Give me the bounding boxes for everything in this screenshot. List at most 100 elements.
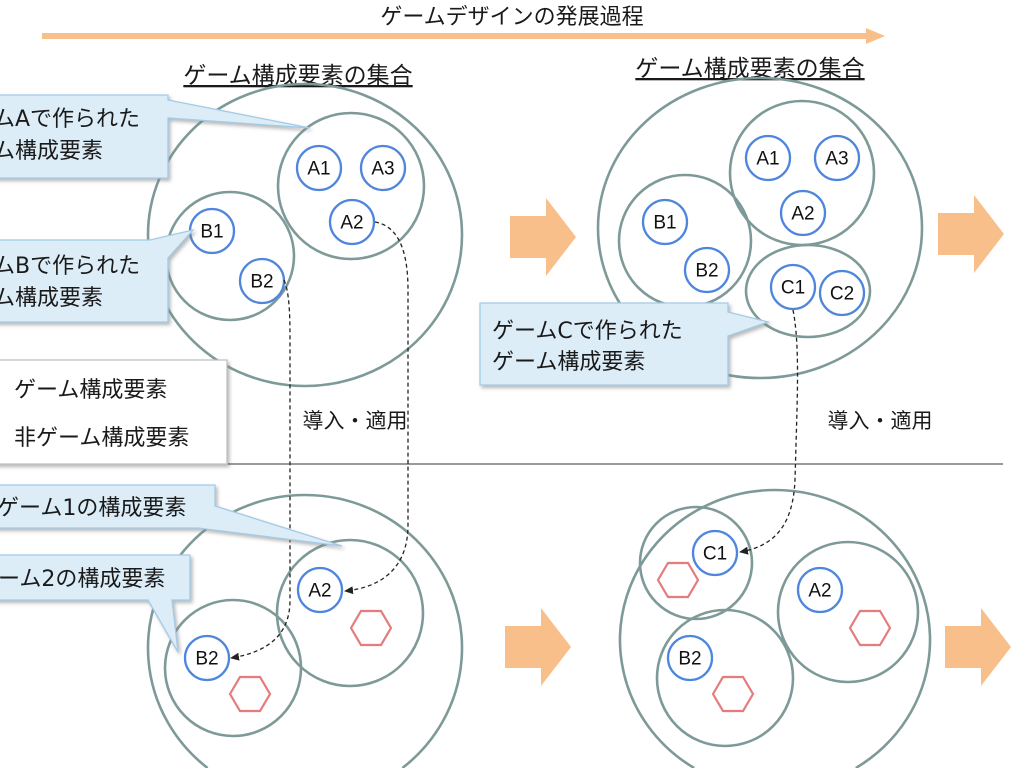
element-set-circle [146,82,464,388]
step-arrow-lower-2 [945,608,1011,686]
element-label: B1 [653,213,676,234]
callout-game-c: ゲームCで作られた ゲーム構成要素 [479,302,771,386]
game-c-group-circle [744,243,872,339]
callout-game-a: ムAで作られた ム構成要素 [0,94,311,179]
element-a3: A3 [813,134,861,182]
non-game-element-hexagon [349,609,393,647]
element-c1: C1 [769,263,817,311]
game-element-circle [683,246,731,294]
adoption-label: 導入・適用 [303,409,408,433]
element-label: A2 [808,581,831,602]
group-b-circle [655,608,795,748]
step-arrow-upper-2 [938,195,1004,273]
game-element-circle [328,198,376,246]
step-arrow-lower-1 [505,608,571,686]
game-element-circle [296,566,344,614]
element-a3: A3 [359,144,407,192]
group-a-circle [776,540,920,684]
element-set-circle [596,76,924,380]
game-element-circle [641,198,689,246]
game-element-circle [813,134,861,182]
element-a2: A2 [328,198,376,246]
step-arrow-upper-1 [510,198,576,276]
callout-line: ゲーム1の構成要素 [0,496,186,521]
element-label: C1 [703,544,727,565]
element-label: A2 [308,581,331,602]
callout-game-2: ーム2の構成要素 [0,554,191,653]
non-game-element-hexagon [228,675,272,713]
element-b2: B2 [183,634,231,682]
game-b-group-circle [617,173,753,309]
game-a-group-circle [276,111,426,261]
callout-bubble [0,484,343,547]
element-b2: B2 [683,246,731,294]
progress-arrow-shaft [42,33,868,39]
element-a1: A1 [744,134,792,182]
element-a2: A2 [779,189,827,237]
game-2-group-circle [163,598,303,738]
callout-bubble [0,228,195,323]
game-element-circle [744,134,792,182]
lower-right-set: C1 A2 B2 [618,488,932,768]
game-element-circle [818,269,866,317]
element-a1: A1 [295,144,343,192]
legend-box [0,359,228,465]
callout-bubble [479,302,771,386]
callout-game-1: ゲーム1の構成要素 [0,484,343,547]
element-label: A2 [791,204,814,225]
legend-item-game-element: ゲーム構成要素 [14,378,167,403]
diagram-title: ゲームデザインの発展過程 [380,5,643,30]
game-1-group-circle [275,538,425,688]
non-game-element-hexagon [848,609,892,647]
non-game-element-hexagon [711,675,755,713]
callout-line: ゲームCで作られた [492,319,683,344]
game-element-circle [779,189,827,237]
progress-arrow-head [866,28,885,44]
element-a2: A2 [796,566,844,614]
callout-game-b: ムBで作られた ム構成要素 [0,228,195,323]
progress-arrow [42,28,885,44]
adoption-arrow-c1 [739,309,799,555]
adoption-label: 導入・適用 [828,409,933,433]
game-element-circle [796,566,844,614]
callout-line: ム構成要素 [0,139,103,164]
element-label: B2 [695,261,718,282]
element-c2: C2 [818,269,866,317]
element-b1: B1 [641,198,689,246]
upper-right-set: ゲーム構成要素の集合 A1 A3 A2 B1 B2 C1 [596,56,924,380]
legend-item-non-game-element: 非ゲーム構成要素 [14,426,189,451]
callout-line: ム構成要素 [0,286,103,311]
legend: ゲーム構成要素 非ゲーム構成要素 [0,359,228,465]
game-element-circle [183,634,231,682]
element-label: A3 [371,159,394,180]
callout-bubble [0,94,311,179]
element-label: B2 [678,649,701,670]
callout-line: ーム2の構成要素 [0,567,165,592]
element-label: A1 [756,149,779,170]
non-game-element-hexagon [656,561,700,599]
callout-line: ゲーム構成要素 [492,350,645,375]
callout-line: ムAで作られた [0,107,140,132]
element-b2: B2 [666,634,714,682]
element-label: B1 [200,222,223,243]
callout-bubble [0,554,191,653]
game-element-circle [666,634,714,682]
element-label: A3 [825,149,848,170]
element-label: B2 [250,272,273,293]
lower-left-set: A2 B2 [146,493,464,768]
adoption-arrow-b2 [230,279,291,661]
element-b2: B2 [238,257,286,305]
element-label: C2 [830,284,854,305]
group-c-circle [638,505,754,621]
element-a2: A2 [296,566,344,614]
game-element-circle [769,263,817,311]
element-b1: B1 [188,207,236,255]
element-label: A1 [307,159,330,180]
element-set-circle [146,493,464,768]
game-element-circle [359,144,407,192]
element-label: B2 [195,649,218,670]
element-c1: C1 [691,529,739,577]
element-label: C1 [781,278,805,299]
game-element-circle [691,529,739,577]
